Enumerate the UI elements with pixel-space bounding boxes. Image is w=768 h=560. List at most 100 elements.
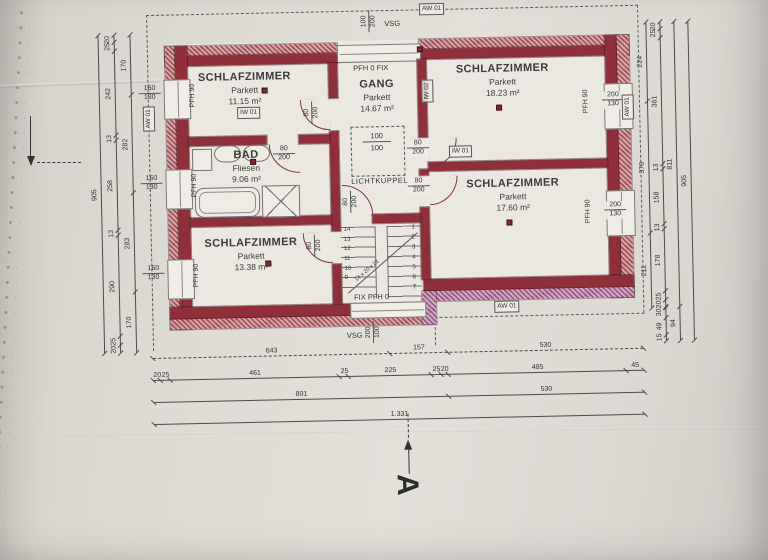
room-name: SCHLAFZIMMER bbox=[204, 235, 298, 250]
dim-value: 94 bbox=[670, 319, 678, 328]
dim-value: 49 bbox=[656, 322, 664, 331]
dim-segment: 485 bbox=[448, 359, 627, 375]
section-arrow-shaft bbox=[408, 447, 410, 474]
window-width: 160 bbox=[138, 84, 161, 95]
margin-arrow-shaft bbox=[30, 116, 31, 158]
pfh0fix-label: PFH 0 FIX bbox=[353, 63, 389, 73]
room-label-gang: GANG Parkett 14.67 m² bbox=[345, 78, 408, 114]
door-height: 200 bbox=[412, 148, 424, 156]
window-left-2 bbox=[165, 169, 194, 210]
dim-segment: 1.331 bbox=[154, 403, 644, 425]
pfh90-label: PFH 90 bbox=[190, 173, 199, 198]
room-label-schlafzimmer-sw: SCHLAFZIMMER Parkett 13.38 m² bbox=[186, 236, 317, 274]
door-height: 200 bbox=[278, 154, 291, 162]
door-height: 200 bbox=[412, 186, 425, 194]
dim-segment: 242 bbox=[103, 51, 117, 136]
dim-value: 3 bbox=[411, 244, 416, 251]
dim-value: 12 bbox=[343, 246, 351, 253]
window-width: 200 bbox=[364, 321, 375, 344]
vsg-label-top: VSG bbox=[384, 18, 401, 29]
dim-value: 170 bbox=[120, 59, 128, 72]
dim-value: 643 bbox=[265, 347, 278, 355]
dim-segment: 258 bbox=[105, 141, 119, 231]
dim-value: 361 bbox=[651, 95, 659, 108]
window-parapet: 130 bbox=[143, 94, 156, 102]
fixpfh0-label: FIX PFH 0 bbox=[353, 292, 390, 302]
dim-value: 14 bbox=[343, 226, 351, 233]
room-floor: Fliesen bbox=[232, 162, 261, 174]
dim-segment: 211 bbox=[639, 233, 653, 307]
window-width: 200 bbox=[601, 91, 624, 101]
dim-value: 376 bbox=[638, 161, 647, 174]
window-tag-bottom: 200 100 bbox=[364, 321, 383, 344]
dim-value: 25 bbox=[655, 292, 663, 300]
dim-value: 30 bbox=[655, 308, 664, 317]
ceiling-symbol bbox=[250, 158, 257, 165]
skylight-size: 100 100 bbox=[362, 129, 391, 154]
pfh90-label: PFH 90 bbox=[192, 263, 201, 288]
dim-value: 242 bbox=[105, 88, 113, 100]
dim-value: 25 bbox=[650, 29, 658, 38]
window-tag-left-1: 160 130 bbox=[138, 84, 161, 103]
window-tag-top: 100 200 bbox=[360, 10, 378, 33]
dim-value: 25 bbox=[110, 337, 118, 346]
door-width: 80 bbox=[272, 144, 296, 155]
dim-value: 13 bbox=[343, 236, 351, 243]
aw01-tag-top: AW 01 bbox=[418, 2, 445, 16]
dim-value: 9 bbox=[344, 275, 349, 282]
dim-value: 283 bbox=[124, 237, 132, 250]
ceiling-symbol bbox=[265, 260, 272, 267]
aw01-tag-left: AW 01 bbox=[142, 106, 156, 132]
iw01-tag-1: IW 01 bbox=[237, 106, 261, 119]
dim-value: 20 bbox=[110, 345, 118, 354]
dim-value: 157 bbox=[413, 344, 425, 352]
shower-fixture bbox=[261, 184, 301, 218]
dim-segment: 224 bbox=[634, 23, 648, 102]
room-name: SCHLAFZIMMER bbox=[466, 176, 560, 191]
door-tag-gang: 80 200 bbox=[341, 190, 360, 213]
section-letter: A bbox=[390, 473, 425, 496]
window-parapet: 130 bbox=[609, 210, 622, 218]
room-area: 9.06 m² bbox=[232, 173, 262, 185]
window-parapet: 130 bbox=[145, 184, 158, 192]
door-width: 80 bbox=[305, 234, 316, 257]
window-tag-left-3: 160 130 bbox=[142, 264, 165, 283]
dim-chain-bottom-total: 1.331 bbox=[154, 403, 644, 425]
door-width: 80 bbox=[303, 101, 313, 124]
dim-value: 530 bbox=[539, 341, 552, 349]
dim-value: 224 bbox=[636, 56, 644, 69]
ceiling-symbol bbox=[261, 87, 268, 94]
door-tag-bad: 80 200 bbox=[272, 144, 296, 163]
window-parapet: 100 bbox=[374, 326, 382, 339]
vsg-label-bottom: VSG bbox=[346, 330, 363, 340]
window-parapet: 130 bbox=[147, 274, 160, 282]
dim-chain-right-bay: 30 49 15 bbox=[654, 307, 667, 342]
dim-segment: 361 bbox=[649, 38, 664, 165]
wall-interior bbox=[371, 212, 422, 225]
dim-value: 801 bbox=[295, 390, 308, 399]
dim-value: 530 bbox=[540, 385, 553, 393]
dim-value: 178 bbox=[654, 254, 662, 267]
dim-value: 1 bbox=[411, 224, 415, 231]
dim-value: 282 bbox=[122, 138, 130, 151]
dim-value: 5 bbox=[412, 264, 416, 271]
dim-value: 225 bbox=[384, 366, 397, 375]
dim-segment: 7 bbox=[412, 284, 421, 295]
bathtub-fixture bbox=[194, 186, 261, 219]
dim-segment: 801 bbox=[154, 385, 449, 403]
room-name: GANG bbox=[359, 77, 394, 91]
dim-segment: 15 bbox=[655, 334, 667, 342]
window-parapet: 200 bbox=[369, 15, 377, 28]
door-height: 200 bbox=[315, 239, 323, 252]
dim-segment: 158 bbox=[651, 169, 664, 225]
dim-value: 11 bbox=[344, 255, 351, 262]
iw01-tag-2: IW 01 bbox=[448, 145, 473, 158]
roof-outline-top bbox=[146, 4, 638, 17]
dim-value: 7 bbox=[412, 284, 417, 291]
